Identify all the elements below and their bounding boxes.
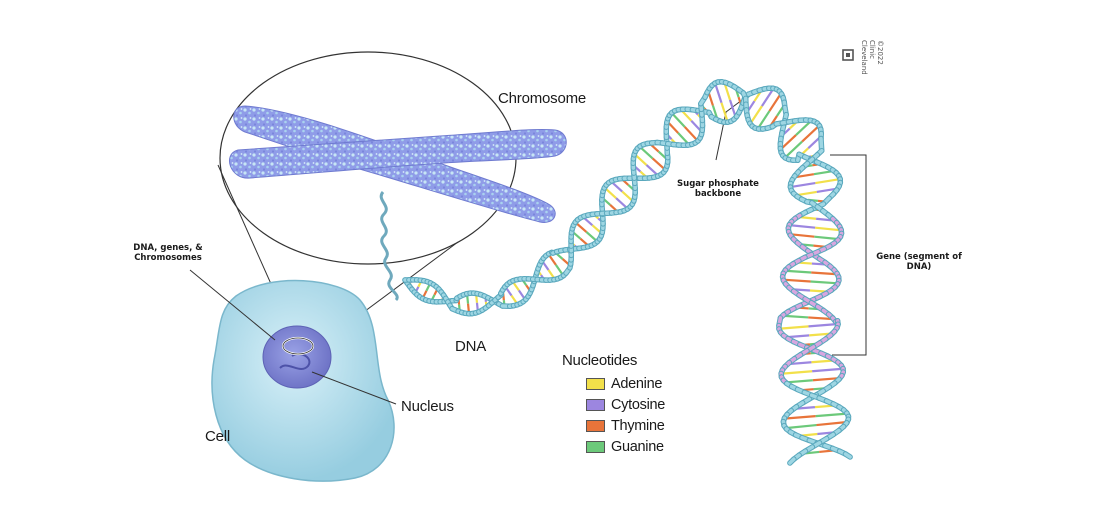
legend-swatch-guanine bbox=[586, 441, 605, 453]
nucleus bbox=[263, 326, 331, 388]
credit-year: ©2022 bbox=[876, 40, 884, 65]
base-pair bbox=[790, 183, 815, 187]
legend-label: Cytosine bbox=[611, 397, 665, 413]
legend-item-adenine: Adenine bbox=[586, 373, 665, 394]
base-pair bbox=[816, 414, 848, 417]
legend-label: Thymine bbox=[611, 418, 665, 434]
base-pair bbox=[785, 271, 811, 273]
base-pair bbox=[812, 369, 843, 371]
legend-item-cytosine: Cytosine bbox=[586, 394, 665, 415]
coiled-dna-strand bbox=[381, 192, 397, 300]
legend-swatch-thymine bbox=[586, 420, 605, 432]
legend-swatch-cytosine bbox=[586, 399, 605, 411]
base-pair bbox=[715, 83, 721, 103]
nucleus-label: Nucleus bbox=[401, 398, 454, 415]
legend-label: Adenine bbox=[611, 376, 662, 392]
legend-swatch-adenine bbox=[586, 378, 605, 390]
base-pair bbox=[783, 280, 810, 282]
base-pair bbox=[811, 282, 838, 284]
base-pair bbox=[750, 106, 762, 124]
base-pair bbox=[815, 179, 840, 183]
base-pair bbox=[814, 237, 839, 239]
base-pair bbox=[685, 127, 698, 141]
base-pair bbox=[779, 326, 809, 328]
legend-label: Guanine bbox=[611, 439, 664, 455]
gene-label: Gene (segment of DNA) bbox=[866, 252, 972, 272]
credit-name-line-1: Cleveland bbox=[860, 40, 868, 75]
credit-name-line-2: Clinic bbox=[868, 40, 876, 59]
base-pair bbox=[789, 225, 815, 228]
legend-item-guanine: Guanine bbox=[586, 436, 665, 457]
cell-label: Cell bbox=[205, 428, 230, 445]
base-pair bbox=[786, 425, 817, 428]
base-pair bbox=[781, 371, 812, 373]
legend-title: Nucleotides bbox=[562, 352, 665, 369]
sugar-phosphate-backbone-label: Sugar phosphate backbone bbox=[668, 179, 768, 199]
dna-genes-chromosomes-label: DNA, genes, & Chromosomes bbox=[118, 243, 218, 263]
chromosome-label: Chromosome bbox=[498, 90, 586, 107]
base-pair bbox=[672, 113, 685, 127]
dna-label: DNA bbox=[455, 338, 486, 355]
legend-item-thymine: Thymine bbox=[586, 415, 665, 436]
cleveland-clinic-logo bbox=[843, 50, 853, 60]
base-pair bbox=[809, 324, 839, 326]
cleveland-clinic-credit: Cleveland Clinic ©2022 bbox=[860, 40, 884, 75]
base-pair bbox=[769, 93, 781, 111]
